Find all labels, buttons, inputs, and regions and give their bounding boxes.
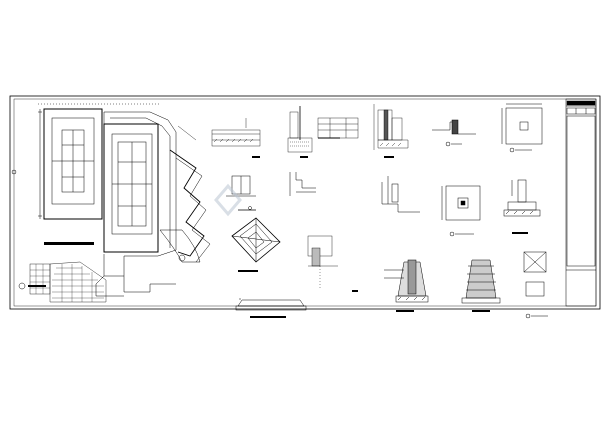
slab-section-detail — [211, 118, 261, 158]
wall-elevation — [317, 117, 359, 139]
pavilion-plan — [231, 217, 281, 272]
retaining-step-detail — [381, 176, 420, 213]
platform-elevation — [235, 298, 307, 318]
pad-plan-b — [441, 185, 481, 237]
sheet-inner-border — [13, 98, 597, 307]
column-base-elevation — [503, 179, 541, 234]
seating-plan-symbol — [18, 282, 26, 290]
tapered-pier — [461, 259, 501, 312]
bench-section — [307, 235, 358, 292]
post-plan — [226, 175, 256, 211]
joint-detail — [432, 119, 476, 147]
watermark — [214, 183, 242, 217]
diagonal-plan — [523, 251, 548, 319]
sheet-border — [9, 95, 601, 310]
footing-section-a — [287, 106, 313, 158]
seating-plan — [29, 261, 107, 303]
wall-section-b — [384, 259, 429, 312]
step-section — [289, 172, 316, 196]
title-block — [565, 98, 597, 307]
seating-plan-caption — [28, 285, 46, 287]
retaining-wall-detail — [373, 104, 409, 158]
site-plan-caption — [44, 242, 94, 245]
pad-plan-a — [501, 103, 543, 153]
site-plan — [11, 103, 211, 297]
